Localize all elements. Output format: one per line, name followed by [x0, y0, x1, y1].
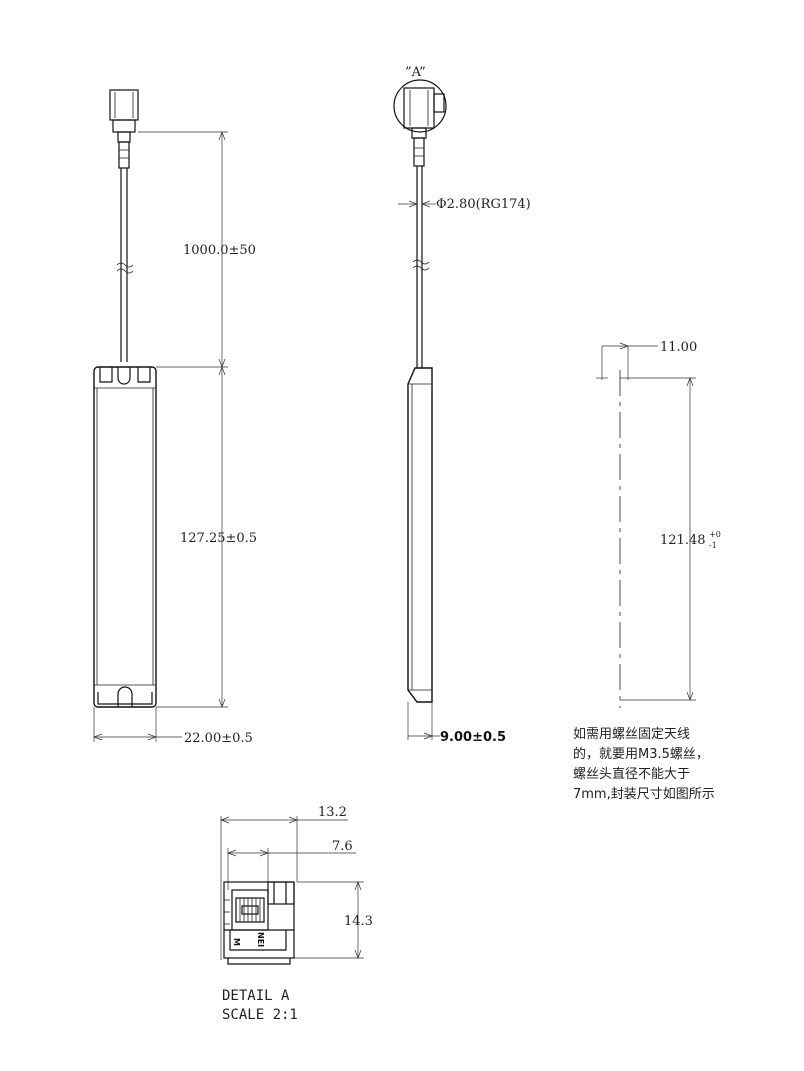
detail-width-inner-label: 7.6: [332, 839, 353, 854]
side-cable: [412, 166, 430, 368]
dim-body-width: 22.00±0.5: [93, 707, 253, 746]
detail-caption-line-1: DETAIL A: [222, 988, 290, 1004]
mounting-note: 如需用螺丝固定天线 的，就要用M3.5螺丝， 螺丝头直径不能大于 7mm,封装尺…: [573, 726, 715, 802]
mounting-hole-view: 11.00 121.48 +0 -1: [596, 340, 721, 708]
detail-a-view: 13.2 7.6 14.3: [220, 805, 373, 1023]
front-connector: [109, 89, 139, 169]
connector-mark-1: M: [232, 938, 241, 946]
body-thickness-label: 9.00±0.5: [440, 730, 506, 745]
cable-diameter-label: Φ2.80(RG174): [436, 197, 531, 212]
detail-connector: M NEI: [223, 881, 295, 965]
hole-spacing-sup: +0: [709, 530, 721, 539]
front-cable: [116, 168, 134, 362]
hole-spacing-sub: -1: [709, 541, 717, 550]
side-view: ”A” Φ2.80(RG174): [393, 65, 531, 745]
note-line-3: 螺丝头直径不能大于: [573, 767, 690, 782]
hole-offset-label: 11.00: [660, 340, 697, 355]
body-length-label: 127.25±0.5: [180, 531, 257, 546]
body-width-label: 22.00±0.5: [184, 731, 253, 746]
note-line-2: 的，就要用M3.5螺丝，: [573, 746, 709, 762]
dim-body-length: 127.25±0.5: [156, 366, 257, 708]
connector-mark-2: NEI: [256, 932, 265, 947]
detail-marker-label: ”A”: [405, 65, 426, 80]
hole-spacing-label: 121.48: [660, 533, 706, 548]
detail-width-outer-label: 13.2: [318, 805, 347, 820]
note-line-1: 如需用螺丝固定天线: [573, 726, 690, 742]
detail-caption-line-2: SCALE 2:1: [222, 1007, 298, 1023]
dim-cable-length: 1000.0±50: [138, 131, 256, 368]
note-line-4: 7mm,封装尺寸如图所示: [573, 786, 715, 802]
front-antenna-body: [93, 366, 157, 708]
detail-a-circle: [393, 79, 447, 133]
side-antenna-body: [407, 367, 433, 703]
front-view: 1000.0±50 127.25±0.5 22.00±0.5: [93, 89, 257, 746]
side-connector: [403, 87, 445, 167]
dim-cable-diameter: Φ2.80(RG174): [398, 197, 531, 212]
detail-height-label: 14.3: [344, 914, 373, 929]
dim-body-thickness: 9.00±0.5: [407, 702, 506, 745]
cable-length-label: 1000.0±50: [183, 243, 256, 258]
